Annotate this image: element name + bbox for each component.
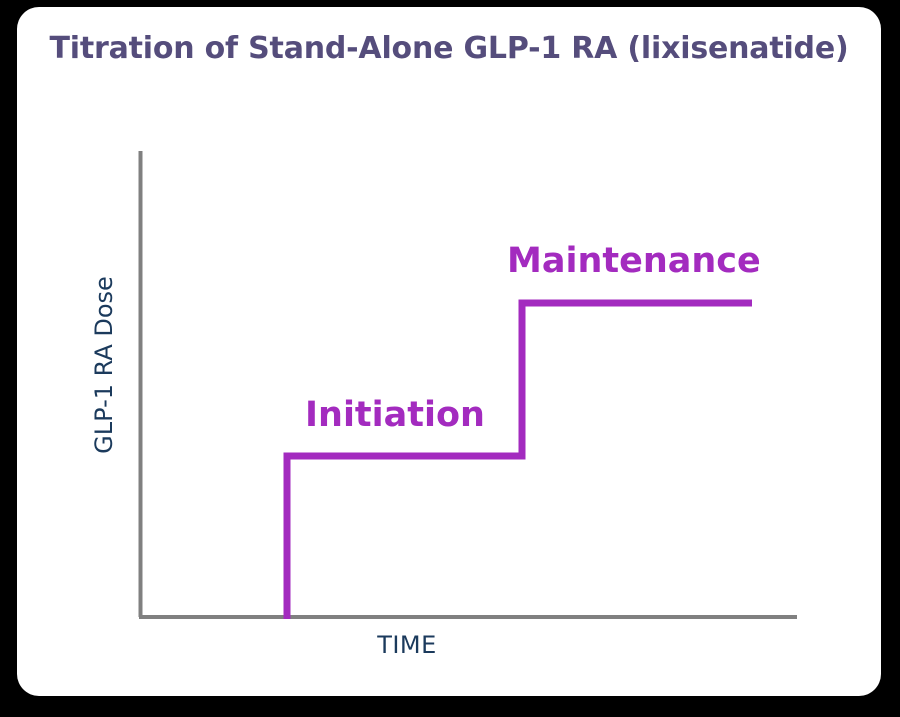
x-axis-title: TIME (377, 631, 437, 659)
annotation-maintenance: Maintenance (507, 241, 761, 281)
page-title: Titration of Stand-Alone GLP-1 RA (lixis… (49, 31, 849, 66)
chart-card: Titration of Stand-Alone GLP-1 RA (lixis… (17, 7, 881, 696)
dose-step-line (283, 299, 752, 619)
annotation-initiation: Initiation (305, 395, 485, 435)
y-axis-title: GLP-1 RA Dose (90, 276, 118, 454)
step-chart-plot (138, 151, 797, 619)
